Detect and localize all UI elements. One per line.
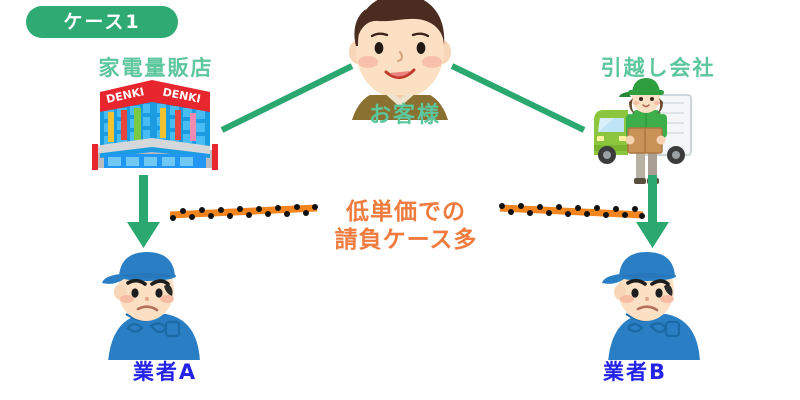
- connector-customer-to-mover: [450, 63, 586, 133]
- connector-mover-to-worker-b: [636, 175, 669, 248]
- case-badge: ケース1: [26, 6, 178, 38]
- node-label-worker-b: 業者B: [602, 360, 667, 384]
- moving-company-truck-icon: [594, 78, 692, 184]
- center-caption: 低単価での 請負ケース多: [300, 198, 512, 254]
- node-label-customer: お客様: [368, 103, 441, 128]
- center-caption-line1: 低単価での: [346, 199, 466, 225]
- center-caption-line2: 請負ケース多: [334, 227, 478, 254]
- node-label-worker-a: 業者A: [132, 360, 198, 384]
- node-label-store: 家電量販店: [98, 56, 214, 80]
- worker-b-icon: [602, 252, 700, 360]
- connector-caption-right-dotted: [499, 203, 645, 219]
- case-badge-label: ケース1: [63, 10, 141, 33]
- connector-store-to-worker-a: [127, 175, 160, 248]
- customer-face-icon: [349, 0, 451, 120]
- connector-customer-to-store: [220, 63, 354, 133]
- node-label-mover: 引越し会社: [600, 56, 716, 80]
- worker-a-icon: [102, 252, 200, 360]
- electronics-store-icon: DENKI DENKI: [92, 80, 218, 170]
- connector-caption-left-dotted: [169, 204, 318, 221]
